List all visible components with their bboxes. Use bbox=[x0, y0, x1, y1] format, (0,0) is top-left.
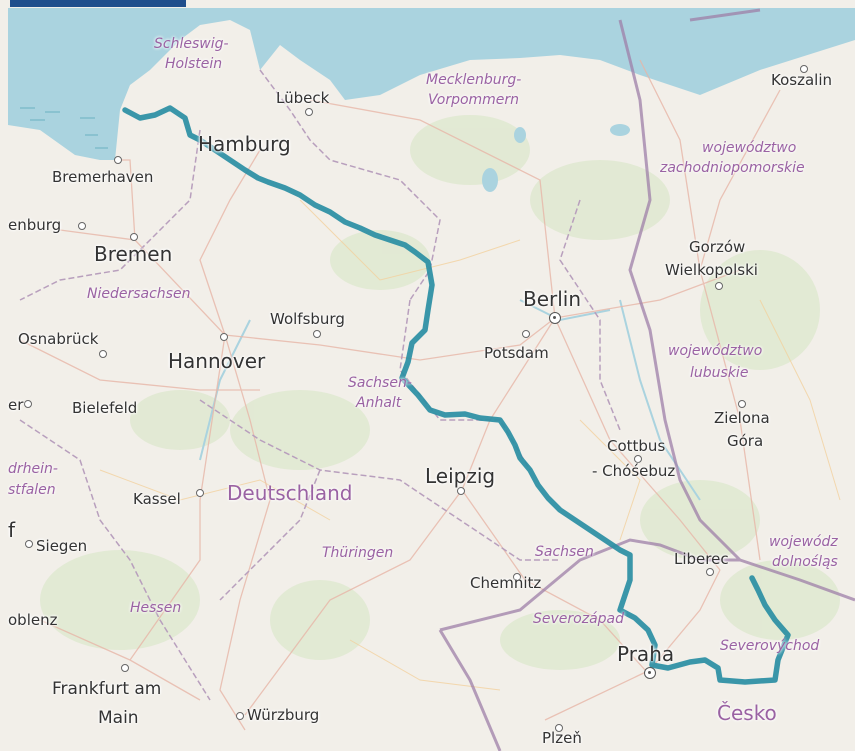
city-label-lubeck: Lübeck bbox=[276, 89, 330, 107]
city-label-liberec: Liberec bbox=[674, 550, 729, 568]
country-label-germany: Deutschland bbox=[227, 481, 353, 505]
lubeck-dot bbox=[305, 108, 313, 116]
city-label-zielona: Zielona bbox=[714, 409, 770, 427]
city-label-osnabruck: Osnabrück bbox=[18, 330, 99, 348]
city-label-wielkopolski: Wielkopolski bbox=[665, 261, 758, 279]
region-label: Mecklenburg- bbox=[426, 72, 522, 88]
liberec-dot bbox=[706, 568, 714, 576]
sea-north bbox=[8, 8, 855, 160]
city-label-herford: er bbox=[8, 396, 24, 414]
city-label-oldenburg: enburg bbox=[8, 216, 62, 234]
kassel-dot bbox=[196, 489, 204, 497]
cottbus-dot bbox=[634, 455, 642, 463]
city-label-wolfsburg: Wolfsburg bbox=[270, 310, 345, 328]
city-label-main: Main bbox=[98, 708, 139, 728]
region-label: Thüringen bbox=[322, 545, 394, 561]
oldenburg-dot bbox=[78, 222, 86, 230]
chemnitz-dot bbox=[513, 573, 521, 581]
city-label-koblenz: oblenz bbox=[8, 611, 58, 629]
city-label-leipzig: Leipzig bbox=[425, 464, 496, 488]
city-label-wurzburg: Würzburg bbox=[247, 706, 320, 724]
region-label: województwo bbox=[668, 343, 763, 359]
city-label-gora: Góra bbox=[727, 432, 764, 450]
city-label-cottbus: Cottbus bbox=[607, 437, 666, 455]
city-label-bremerhaven: Bremerhaven bbox=[52, 168, 154, 186]
city-label-frankfurt: Frankfurt am bbox=[52, 679, 162, 699]
country-label-czechia: Česko bbox=[717, 701, 777, 725]
wolfsburg-dot bbox=[313, 330, 321, 338]
city-label-plzen: Plzeň bbox=[542, 729, 582, 747]
potsdam-dot bbox=[522, 330, 530, 338]
region-label: Severovýchod bbox=[720, 638, 820, 654]
praha-capital-dot bbox=[644, 667, 656, 679]
city-label-siegen: Siegen bbox=[36, 537, 88, 555]
state-borders bbox=[19, 69, 621, 701]
region-label: wojewódz bbox=[769, 534, 838, 550]
city-label-potsdam: Potsdam bbox=[484, 344, 549, 362]
region-label: zachodniopomorskie bbox=[660, 160, 805, 176]
region-label: Sachsen- bbox=[348, 375, 412, 391]
region-label: lubuskie bbox=[690, 365, 749, 381]
city-label-praha: Praha bbox=[617, 642, 675, 666]
city-label-hannover: Hannover bbox=[168, 349, 266, 373]
region-label: Schleswig- bbox=[154, 36, 229, 52]
region-label: Anhalt bbox=[356, 395, 402, 411]
wurzburg-dot bbox=[236, 712, 244, 720]
region-label: Sachsen bbox=[535, 544, 594, 560]
siegen-dot bbox=[25, 540, 33, 548]
road-network bbox=[19, 59, 781, 731]
region-label: dolnośląs bbox=[772, 554, 838, 570]
city-label-gorzow: Gorzów bbox=[689, 238, 746, 256]
region-label: drhein- bbox=[8, 461, 58, 477]
koszalin-dot bbox=[800, 65, 808, 73]
city-label-bremen: Bremen bbox=[94, 242, 173, 266]
plzen-dot bbox=[555, 724, 563, 732]
city-label-chemnitz: Chemnitz bbox=[470, 574, 542, 592]
bremen-dot bbox=[130, 233, 138, 241]
forest-areas bbox=[40, 115, 840, 670]
leipzig-dot bbox=[457, 487, 465, 495]
city-label-koszalin: Koszalin bbox=[771, 71, 832, 89]
region-label: Hessen bbox=[130, 600, 182, 616]
city-label-chosebuz: - Chóśebuz bbox=[592, 462, 676, 480]
city-label-f: f bbox=[8, 518, 16, 542]
city-label-berlin: Berlin bbox=[523, 287, 582, 311]
region-label: stfalen bbox=[8, 482, 56, 498]
berlin-capital-dot bbox=[549, 312, 561, 324]
herford-dot bbox=[24, 400, 32, 408]
region-label: województwo bbox=[702, 140, 797, 156]
region-label: Severozápad bbox=[533, 611, 624, 627]
region-label: Holstein bbox=[165, 56, 223, 72]
gorzow-dot bbox=[715, 282, 723, 290]
city-label-hamburg: Hamburg bbox=[198, 132, 291, 156]
route-line bbox=[122, 105, 791, 685]
zielona-gora-dot bbox=[738, 400, 746, 408]
region-label: Vorpommern bbox=[428, 92, 520, 108]
bremerhaven-dot bbox=[114, 156, 122, 164]
city-label-kassel: Kassel bbox=[133, 490, 181, 508]
country-borders bbox=[438, 8, 855, 751]
city-label-bielefeld: Bielefeld bbox=[72, 399, 138, 417]
region-label: Niedersachsen bbox=[87, 286, 191, 302]
hannover-dot bbox=[220, 333, 228, 341]
osnabruck-dot bbox=[99, 350, 107, 358]
frankfurt-dot bbox=[121, 664, 129, 672]
header-tab[interactable] bbox=[10, 0, 186, 7]
